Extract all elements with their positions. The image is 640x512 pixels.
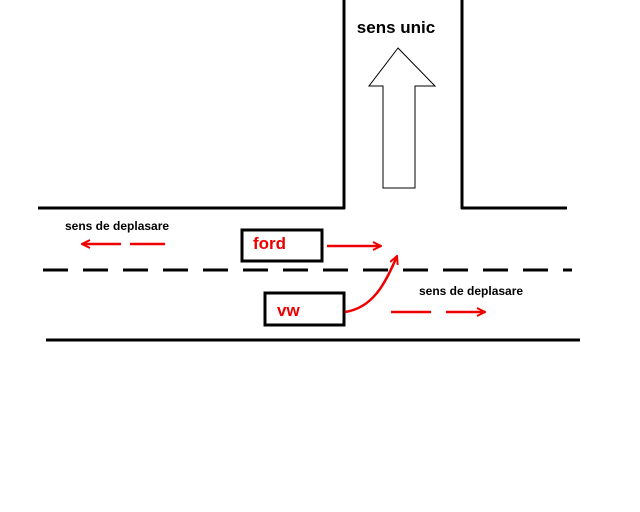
ford-car-box: [240, 228, 324, 263]
ford-label: ford: [253, 234, 286, 253]
vw-car-box: [263, 291, 346, 327]
vw-label: vw: [277, 301, 300, 320]
vw-turn-arrow-icon: [344, 256, 397, 314]
one-way-arrow-icon: [367, 47, 437, 189]
one-way-label: sens unic: [357, 18, 435, 37]
direction-label-right: sens de deplasare: [419, 284, 523, 298]
direction-label-left: sens de deplasare: [65, 219, 169, 233]
